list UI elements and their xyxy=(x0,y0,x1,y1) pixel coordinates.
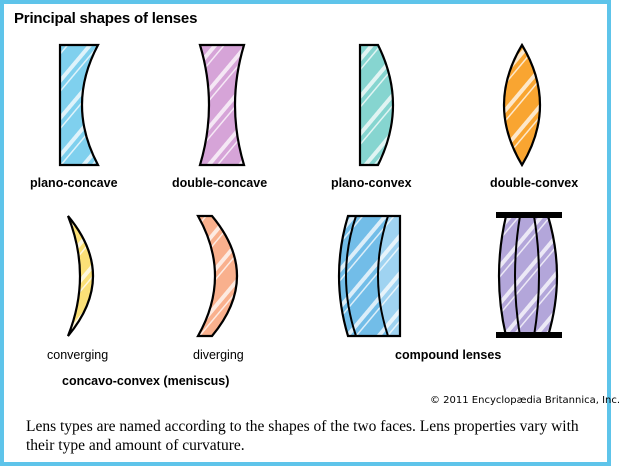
label-double-convex: double-convex xyxy=(490,176,579,190)
label-compound-lenses: compound lenses xyxy=(395,348,502,362)
figure-caption: Lens types are named according to the sh… xyxy=(26,418,579,454)
converging-meniscus-lens xyxy=(66,215,94,337)
lens-mount-top xyxy=(496,212,562,218)
lens-mount-bottom xyxy=(496,332,562,338)
label-converging: converging xyxy=(47,348,109,362)
plano-concave-lens xyxy=(58,43,100,167)
figure-title: Principal shapes of lenses xyxy=(14,10,198,27)
double-concave-lens xyxy=(198,43,246,167)
label-diverging: diverging xyxy=(193,348,244,362)
copyright-notice: © 2011 Encyclopædia Britannica, Inc. xyxy=(430,395,620,406)
compound-lens-purple xyxy=(496,212,562,338)
label-double-concave: double-concave xyxy=(172,176,268,190)
double-convex-lens xyxy=(502,42,542,168)
compound-lens-blue xyxy=(337,214,402,338)
label-plano-concave: plano-concave xyxy=(30,176,118,190)
plano-convex-lens xyxy=(358,43,395,167)
label-plano-convex: plano-convex xyxy=(331,176,412,190)
label-concavo-convex: concavo-convex (meniscus) xyxy=(62,374,230,388)
diverging-meniscus-lens xyxy=(196,214,238,338)
